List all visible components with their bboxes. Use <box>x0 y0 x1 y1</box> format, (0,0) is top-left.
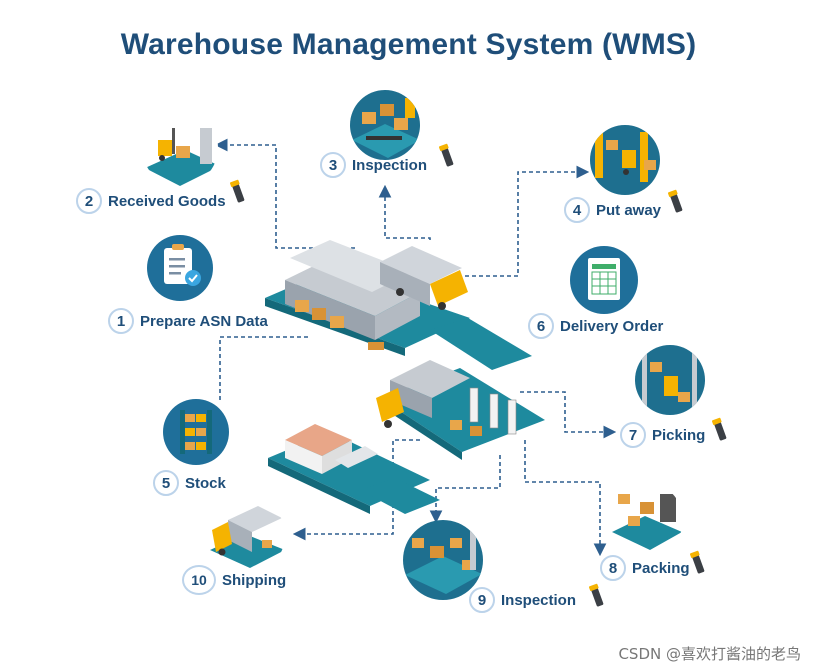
step-inspection: 3 Inspection <box>320 152 427 178</box>
step-delivery-order: 6 Delivery Order <box>528 313 663 339</box>
central-warehouse-illustration <box>265 240 545 514</box>
barcode-scanner-icon <box>229 179 245 203</box>
step-label: Picking <box>652 426 706 444</box>
flow-connectors <box>214 138 617 557</box>
step-picking: 7 Picking <box>620 422 705 448</box>
inspection-icon <box>350 90 420 160</box>
picking-icon <box>635 345 705 415</box>
barcode-scanner-icon <box>588 583 604 607</box>
barcode-scanner-icon <box>667 189 683 213</box>
step-received-goods: 2 Received Goods <box>76 188 226 214</box>
step-label: Received Goods <box>108 192 226 210</box>
connector-packing <box>524 440 607 557</box>
step-number: 10 <box>182 565 216 595</box>
step-prepare-asn: 1 Prepare ASN Data <box>108 308 268 334</box>
received-goods-forklift-icon <box>142 110 218 186</box>
connector-stock <box>219 336 308 400</box>
inspection-dispatch-icon <box>403 520 483 600</box>
step-label: Prepare ASN Data <box>140 312 268 330</box>
step-number: 4 <box>564 197 590 223</box>
delivery-order-spreadsheet-icon <box>570 246 638 314</box>
step-label: Inspection <box>352 156 428 174</box>
step-number: 7 <box>620 422 646 448</box>
step-number: 8 <box>600 555 626 581</box>
step-label: Shipping <box>222 571 287 589</box>
shipping-truck-icon <box>205 495 285 575</box>
packing-icon <box>607 482 683 558</box>
connector-picking <box>520 391 617 439</box>
step-number: 1 <box>108 308 134 334</box>
connector-inspection2 <box>429 455 501 524</box>
step-label: Stock <box>185 474 226 492</box>
barcode-scanner-icon <box>689 550 705 574</box>
connector-received <box>214 138 355 249</box>
barcode-scanner-icon <box>438 143 454 167</box>
watermark: CSDN @喜欢打酱油的老鸟 <box>618 645 801 663</box>
step-stock: 5 Stock <box>153 470 226 496</box>
step-label: Delivery Order <box>560 317 664 335</box>
barcode-scanner-icon <box>711 417 727 441</box>
scanner-icons <box>229 143 727 607</box>
step-inspection-dispatch: 9 Inspection <box>469 587 576 613</box>
step-number: 3 <box>320 152 346 178</box>
connector-putaway <box>465 165 590 277</box>
step-packing: 8 Packing <box>600 555 690 581</box>
step-number: 9 <box>469 587 495 613</box>
put-away-icon <box>590 125 660 195</box>
step-number: 2 <box>76 188 102 214</box>
connector-inspection <box>378 184 431 240</box>
step-number: 6 <box>528 313 554 339</box>
step-put-away: 4 Put away <box>564 197 661 223</box>
step-label: Put away <box>596 201 662 219</box>
asn-document-icon <box>147 235 213 301</box>
step-shipping: 10 Shipping <box>182 565 286 595</box>
diagram-title: Warehouse Management System (WMS) <box>120 28 697 61</box>
step-label: Inspection <box>501 591 577 609</box>
stock-icon <box>163 399 229 465</box>
step-label: Packing <box>632 559 690 577</box>
step-number: 5 <box>153 470 179 496</box>
